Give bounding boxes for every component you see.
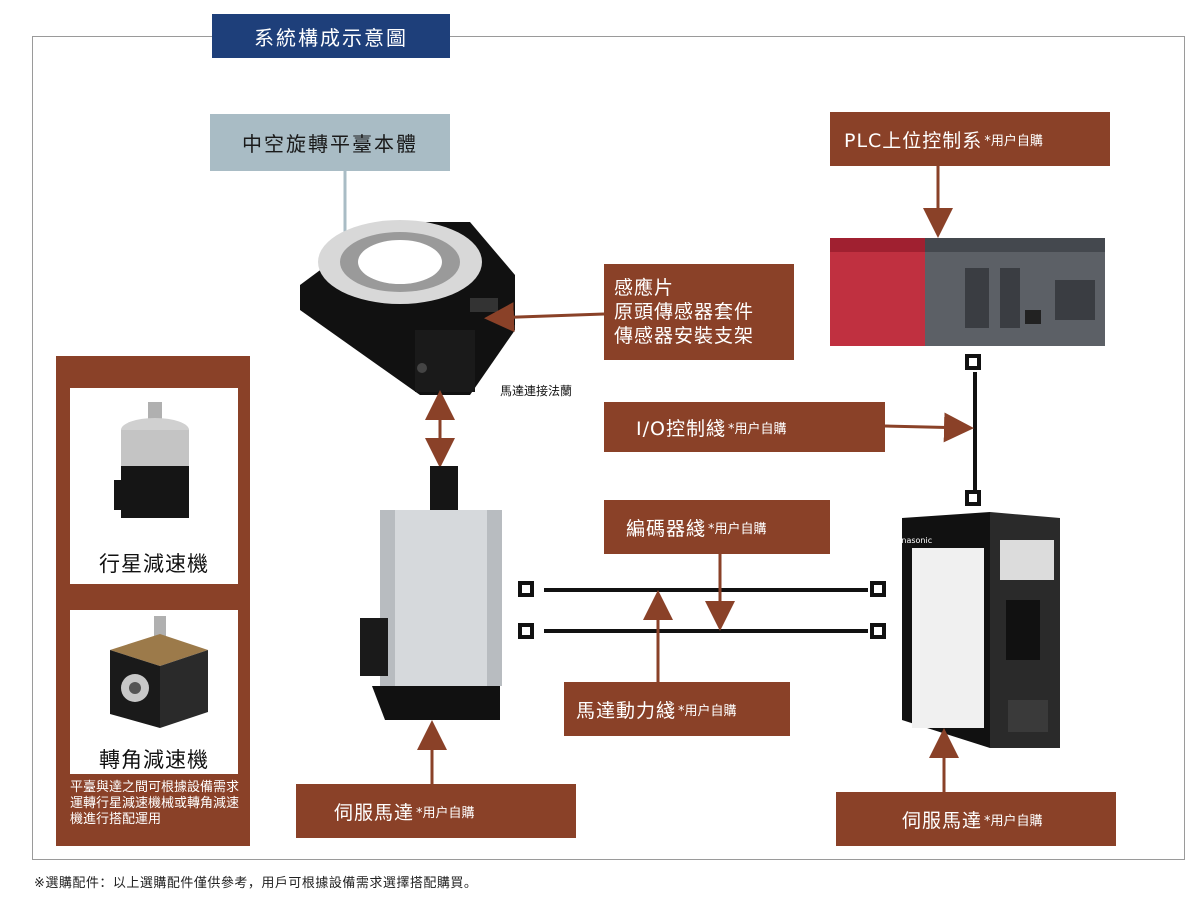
driver-encoder-connector — [870, 581, 886, 597]
planetary-reducer-card: 行星減速機 — [70, 388, 238, 584]
footnote: ※選購配件：以上選購配件僅供參考，用戶可根據設備需求選擇搭配購買。 — [34, 876, 478, 891]
power-cable-label: 馬達動力綫*用户自購 — [564, 682, 790, 736]
io-arrow — [884, 412, 974, 443]
servo-driver-suffix: *用户自購 — [984, 813, 1043, 829]
right-angle-reducer-card: 轉角減速機 — [70, 610, 238, 774]
motor-encoder-connector — [518, 581, 534, 597]
io-cable-suffix: *用户自購 — [727, 421, 787, 437]
reducer-note: 平臺與達之間可根據設備需求運轉行星減速機械或轉角減速機進行搭配運用 — [70, 780, 240, 827]
servo-motor-image — [360, 466, 502, 720]
driver-power-connector — [870, 623, 886, 639]
right-angle-reducer-label: 轉角減速機 — [99, 748, 209, 772]
encoder-cable-suffix: *用户自購 — [708, 521, 767, 537]
driver-io-connector — [965, 490, 981, 506]
encoder-cable-label: 編碼器綫*用户自購 — [604, 500, 830, 554]
planetary-reducer-image — [114, 402, 189, 518]
right-angle-reducer-image — [110, 616, 208, 728]
servo-driver-main: 伺服馬達 — [902, 809, 983, 832]
encoder-cable-main: 編碼器綫 — [626, 517, 707, 540]
motor-power-connector — [518, 623, 534, 639]
power-cable-main: 馬達動力綫 — [576, 699, 677, 722]
power-cable-suffix: *用户自購 — [678, 703, 737, 719]
plc-label-suffix: *用户自購 — [984, 133, 1043, 149]
diagram-frame — [32, 36, 1185, 860]
sensor-box: 感應片 原頭傳感器套件 傳感器安裝支架 — [604, 264, 794, 360]
sensor-item: 傳感器安裝支架 — [614, 325, 755, 347]
plc-connector — [965, 354, 981, 370]
sensor-item: 感應片 — [614, 277, 675, 299]
diagram-title: 系統構成示意圖 — [212, 14, 450, 58]
plc-image — [830, 238, 1105, 346]
sensor-item: 原頭傳感器套件 — [614, 301, 755, 323]
driver-brand-text: Panasonic — [892, 536, 933, 545]
plc-label-main: PLC上位控制系 — [844, 129, 983, 152]
io-cable-main: I/O控制綫 — [636, 417, 726, 440]
servo-driver-image — [902, 512, 1060, 748]
reducer-panel: 行星減速機 轉角減速機 平臺與達之間可根據設備需求運轉行星減速機械或轉角減速機進… — [56, 356, 250, 846]
servo-motor-main: 伺服馬達 — [334, 801, 415, 824]
io-cable-label: I/O控制綫*用户自購 — [604, 402, 885, 452]
servo-driver-label: 伺服馬達*用户自購 — [836, 792, 1116, 846]
rotary-table-image — [300, 220, 515, 395]
rotary-table-label: 中空旋轉平臺本體 — [210, 114, 450, 171]
planetary-reducer-label: 行星減速機 — [99, 552, 209, 576]
servo-motor-suffix: *用户自購 — [416, 805, 475, 821]
plc-label: PLC上位控制系*用户自購 — [830, 112, 1110, 166]
sensor-arrow — [484, 302, 605, 333]
servo-motor-label: 伺服馬達*用户自購 — [296, 784, 576, 838]
flange-label: 馬達連接法蘭 — [500, 384, 573, 398]
